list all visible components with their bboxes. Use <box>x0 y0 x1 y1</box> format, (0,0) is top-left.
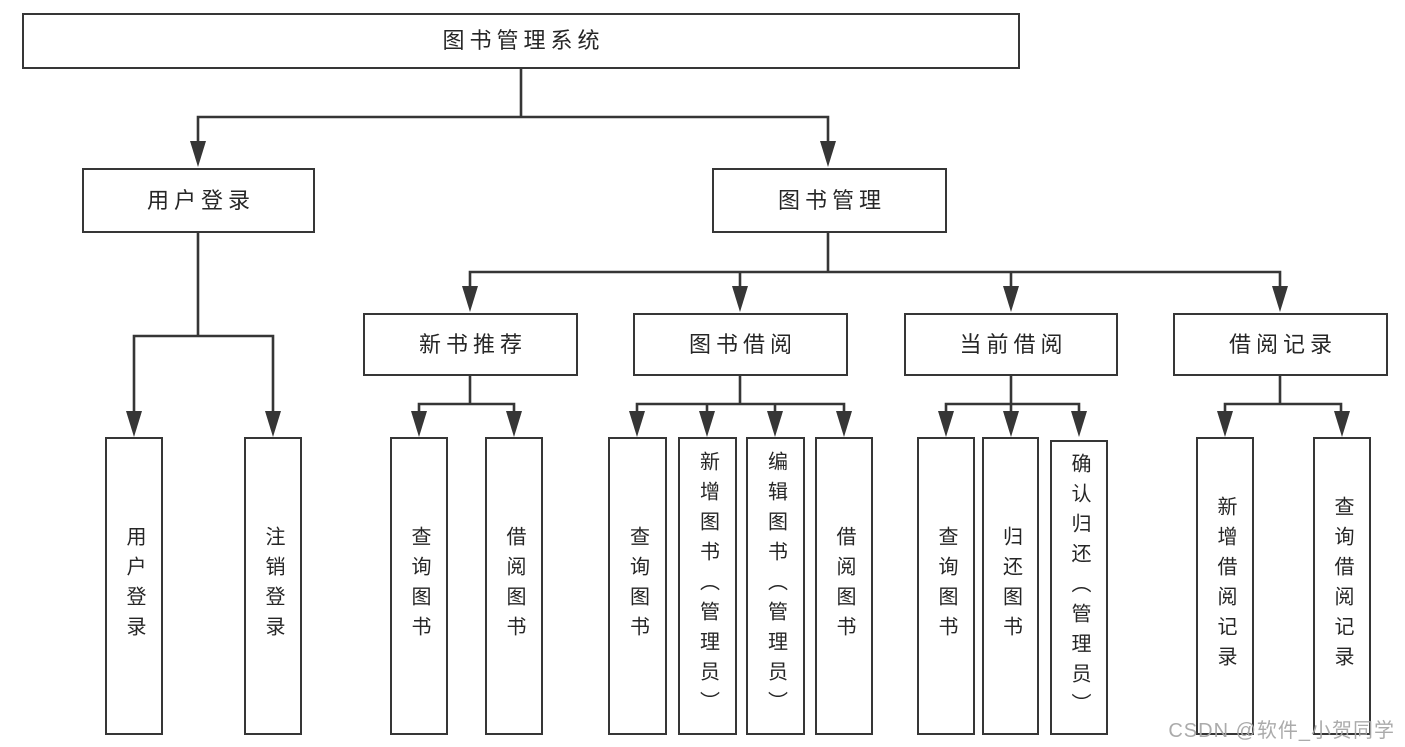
leaf-user-login: 用户登录 <box>105 437 163 735</box>
csdn-watermark: CSDN @软件_小贺同学 <box>1168 720 1395 742</box>
node-current-borrow: 当前借阅 <box>904 313 1118 376</box>
connector-recommend-bar <box>417 402 516 418</box>
connector-level2-bar <box>196 115 830 150</box>
connector-user-login-bar <box>132 334 275 418</box>
node-borrow-records: 借阅记录 <box>1173 313 1388 376</box>
leaf-borrow-books-recommend: 借阅图书 <box>485 437 543 735</box>
leaf-query-books-borrow: 查询图书 <box>608 437 667 735</box>
leaf-borrow-books: 借阅图书 <box>815 437 873 735</box>
leaf-edit-book-admin: 编辑图书（管理员） <box>746 437 805 735</box>
connector-borrow-bar <box>635 402 846 418</box>
leaf-add-borrow-record: 新增借阅记录 <box>1196 437 1254 735</box>
node-book-borrow: 图书借阅 <box>633 313 848 376</box>
node-user-login: 用户登录 <box>82 168 315 233</box>
node-new-book-recommend: 新书推荐 <box>363 313 578 376</box>
leaf-query-books-recommend: 查询图书 <box>390 437 448 735</box>
leaf-query-books-current: 查询图书 <box>917 437 975 735</box>
arrowheads <box>126 141 1350 437</box>
leaf-return-book: 归还图书 <box>982 437 1039 735</box>
node-root: 图书管理系统 <box>22 13 1020 69</box>
node-book-management: 图书管理 <box>712 168 947 233</box>
connector-level3-bar <box>468 270 1282 295</box>
connector-records-bar <box>1223 402 1343 418</box>
leaf-add-book-admin: 新增图书（管理员） <box>678 437 737 735</box>
leaf-query-borrow-record: 查询借阅记录 <box>1313 437 1371 735</box>
leaf-logout: 注销登录 <box>244 437 302 735</box>
leaf-confirm-return-admin: 确认归还（管理员） <box>1050 440 1108 735</box>
